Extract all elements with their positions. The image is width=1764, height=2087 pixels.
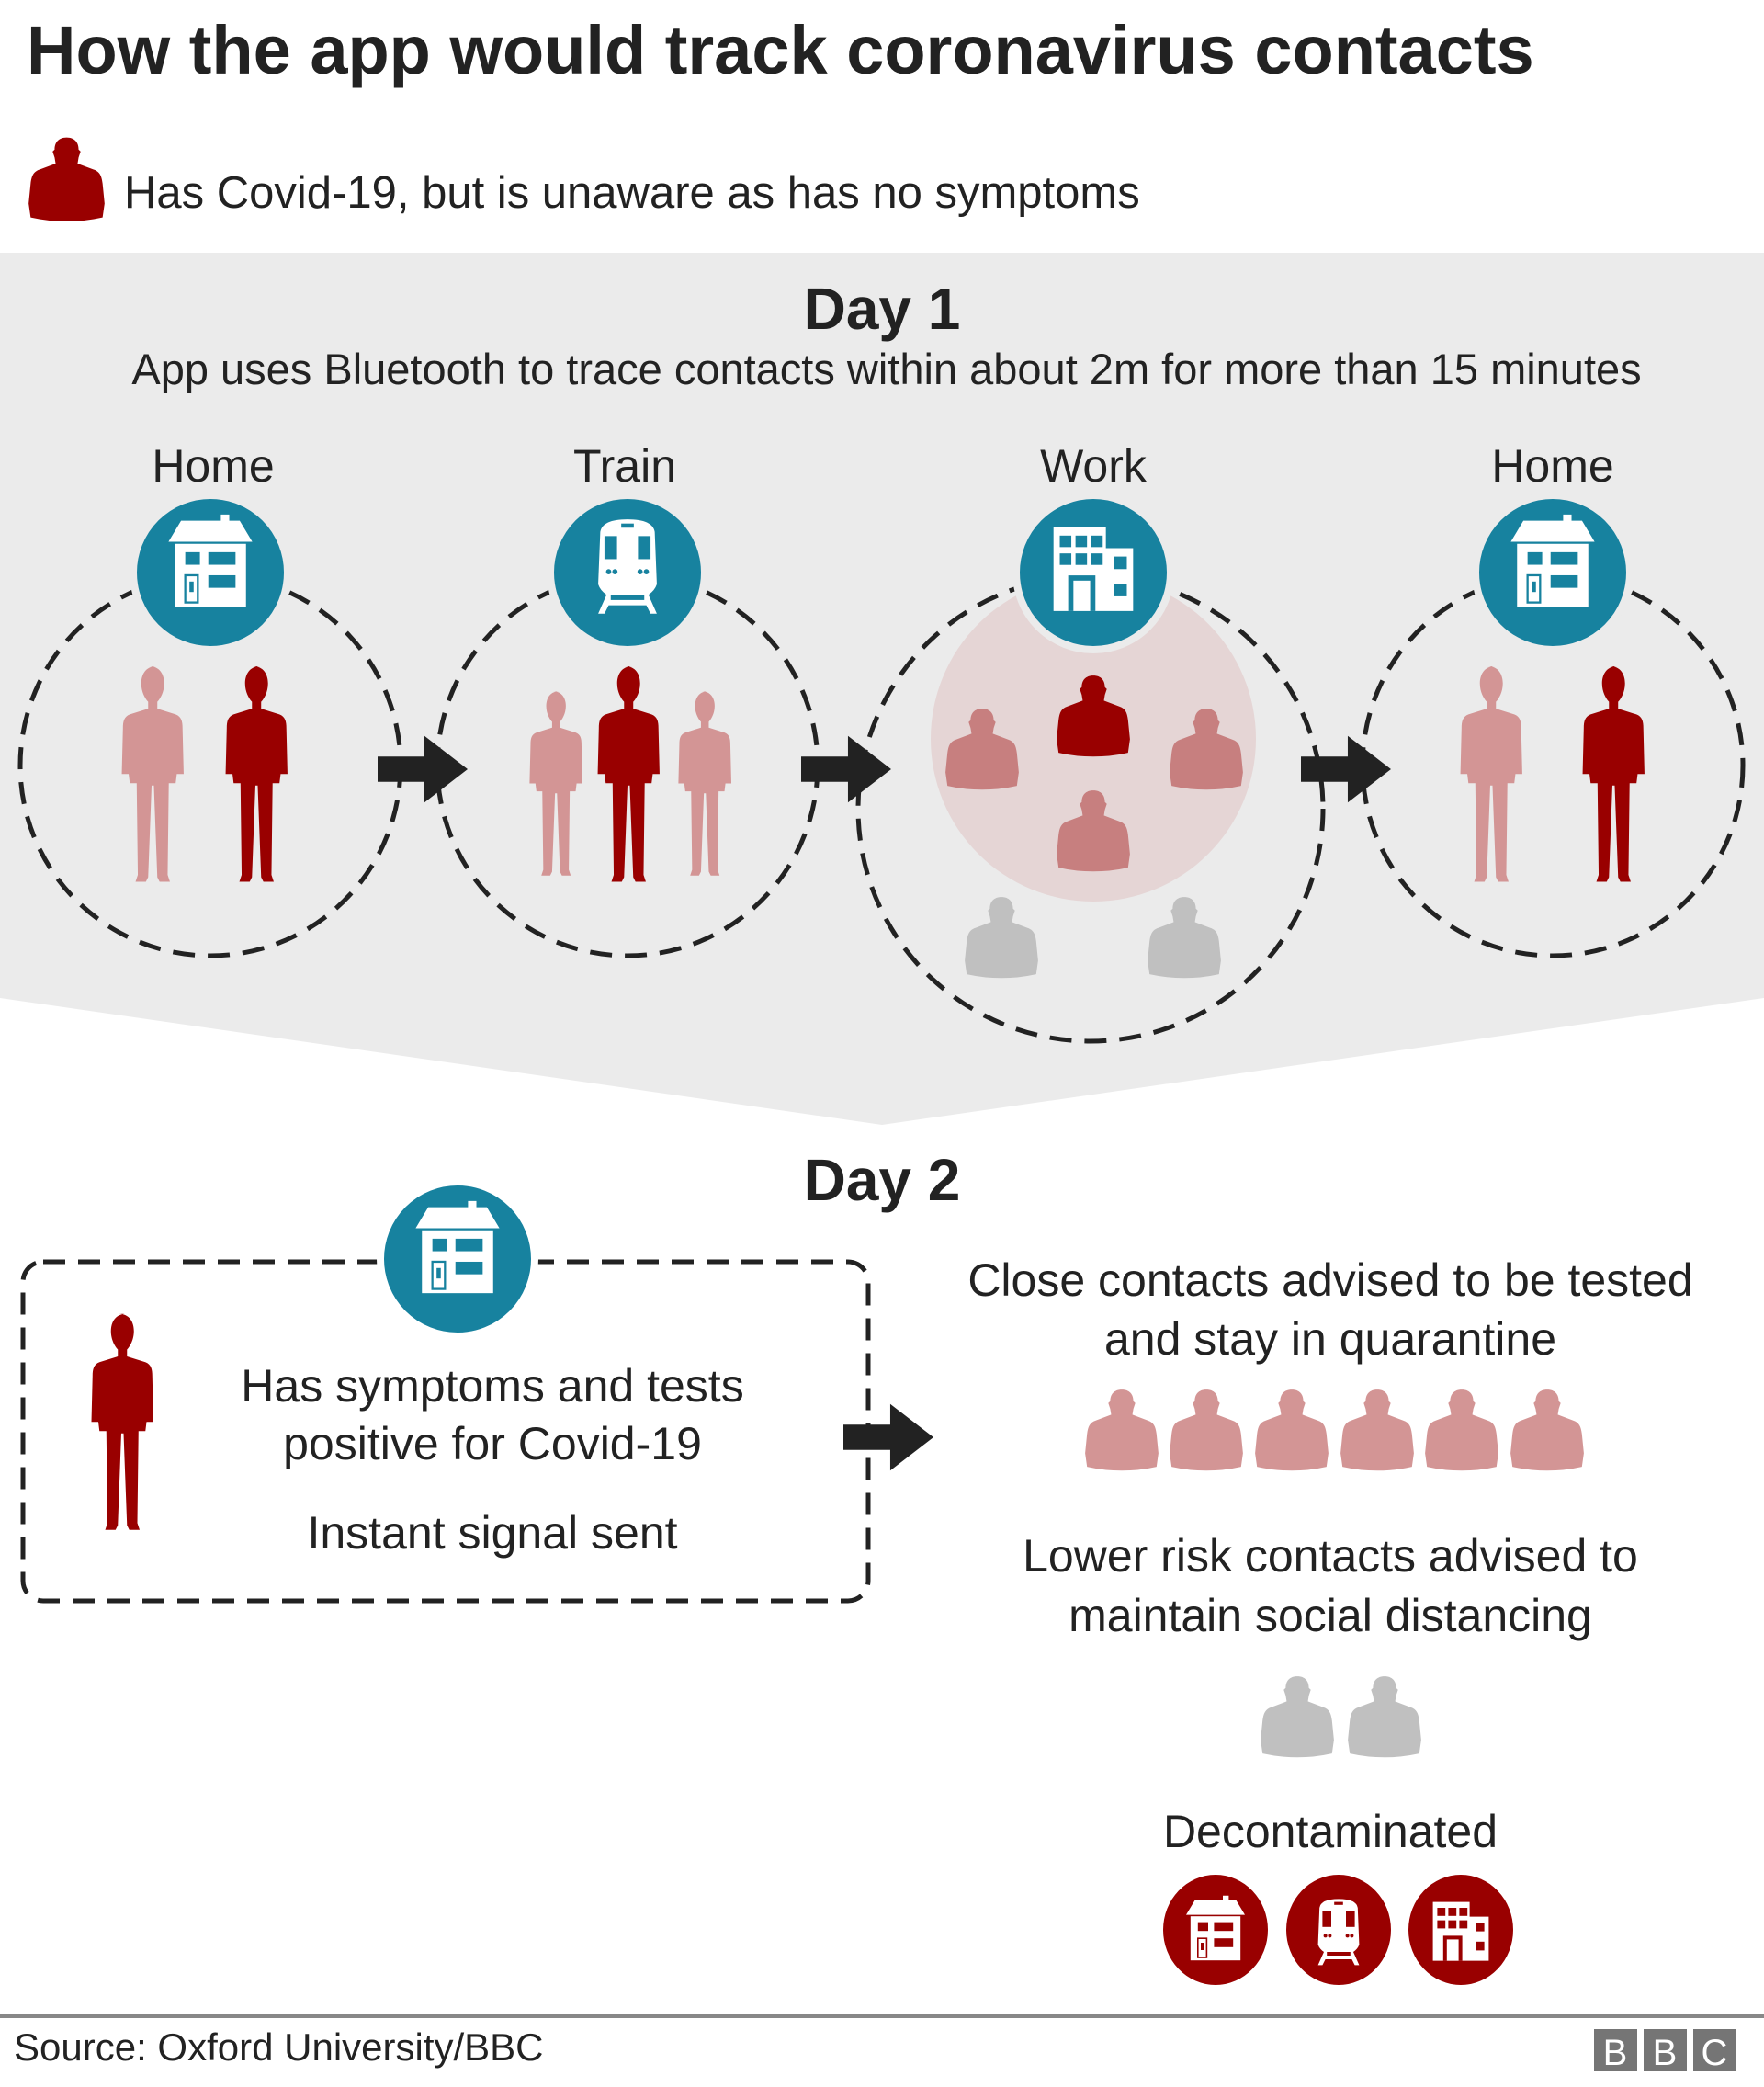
house-icon bbox=[167, 513, 254, 608]
arrow-right-icon bbox=[843, 1403, 933, 1471]
train-icon bbox=[1317, 1899, 1360, 1966]
svg-text:B: B bbox=[1653, 2033, 1678, 2073]
source-text: Source: Oxford University/BBC bbox=[14, 2025, 544, 2069]
page-title: How the app would track coronavirus cont… bbox=[27, 12, 1534, 88]
location-label-home-2: Home bbox=[1491, 440, 1613, 492]
svg-text:C: C bbox=[1702, 2033, 1728, 2073]
bbc-logo: B B C bbox=[1594, 2029, 1736, 2073]
close-contact-bust-icon bbox=[1255, 1389, 1329, 1471]
box-line-1: Has symptoms and tests bbox=[241, 1360, 743, 1412]
lower-risk-line-2: maintain social distancing bbox=[1069, 1590, 1592, 1641]
day1-heading: Day 1 bbox=[804, 276, 961, 342]
house-icon bbox=[414, 1199, 501, 1295]
location-label-train: Train bbox=[573, 440, 676, 492]
close-contact-bust-icon bbox=[1425, 1389, 1498, 1471]
decontaminated-label: Decontaminated bbox=[1163, 1806, 1498, 1857]
house-icon bbox=[1185, 1895, 1246, 1961]
lower-risk-line-1: Lower risk contacts advised to bbox=[1023, 1530, 1638, 1582]
location-label-home: Home bbox=[152, 440, 274, 492]
close-contact-bust-icon bbox=[1340, 1389, 1414, 1471]
close-contact-bust-icon bbox=[1510, 1389, 1584, 1471]
lower-risk-bust-icon bbox=[1261, 1676, 1334, 1758]
lower-risk-bust-icon bbox=[1348, 1676, 1421, 1758]
day2-heading: Day 2 bbox=[804, 1147, 961, 1213]
close-contacts-line-2: and stay in quarantine bbox=[1104, 1313, 1556, 1365]
location-label-work: Work bbox=[1040, 440, 1148, 492]
house-icon bbox=[1510, 513, 1596, 608]
legend-label: Has Covid-19, but is unaware as has no s… bbox=[124, 168, 1140, 218]
close-contact-bust-icon bbox=[1085, 1389, 1159, 1471]
day1-band bbox=[0, 253, 1764, 1125]
close-contact-bust-icon bbox=[1170, 1389, 1243, 1471]
box-line-2: positive for Covid-19 bbox=[283, 1418, 702, 1469]
train-icon bbox=[598, 519, 657, 614]
infected-person-icon bbox=[91, 1313, 153, 1530]
box-line-3: Instant signal sent bbox=[307, 1507, 677, 1559]
infected-bust-legend-icon bbox=[28, 137, 105, 222]
day1-subtitle: App uses Bluetooth to trace contacts wit… bbox=[131, 345, 1641, 393]
svg-text:B: B bbox=[1603, 2033, 1628, 2073]
close-contacts-line-1: Close contacts advised to be tested bbox=[967, 1254, 1692, 1306]
